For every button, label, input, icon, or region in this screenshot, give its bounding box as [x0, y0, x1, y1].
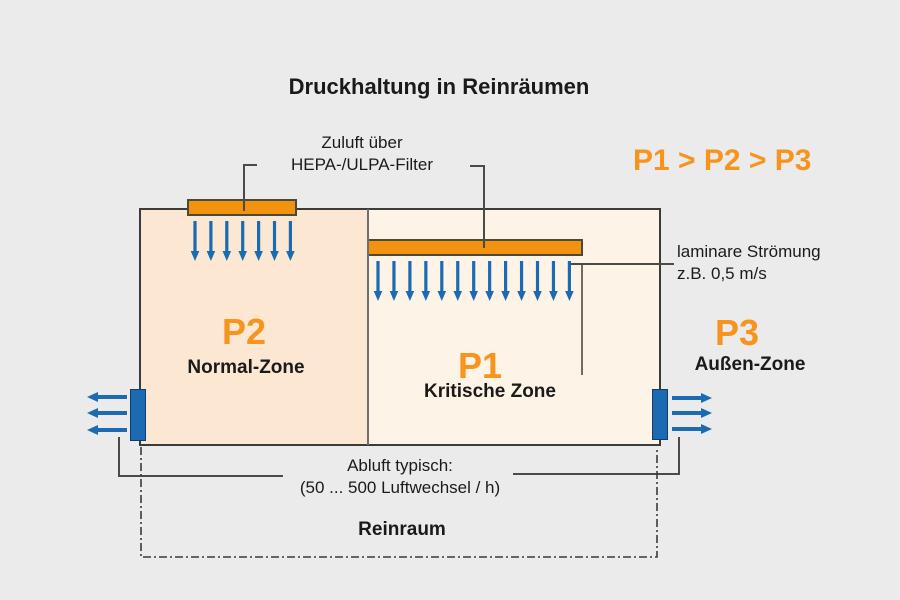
laminar-airflow-down-arrow-icon [533, 291, 542, 301]
supply-air-label-line1: Zuluft über [321, 133, 403, 152]
exhaust-airflow-right-arrow-icon [701, 408, 712, 418]
supply-airflow-down-arrow-icon [206, 251, 216, 261]
laminar-airflow-down-arrow-icon [501, 291, 510, 301]
exhaust-vent-left [130, 389, 146, 441]
diagram-title: Druckhaltung in Reinräumen [288, 74, 590, 99]
zone-p1-code: P1 [457, 345, 503, 386]
exhaust-airflow-left-arrow-icon [87, 425, 98, 435]
laminar-airflow-down-arrow-icon [373, 291, 383, 301]
laminar-airflow-down-arrow-icon [421, 291, 431, 301]
zone-p1-name: Kritische Zone [424, 381, 556, 402]
laminar-airflow-down-arrow-icon [549, 291, 558, 301]
zone-p3-name: Außen-Zone [694, 354, 806, 375]
supply-airflow-down-arrow-icon [190, 251, 200, 261]
exhaust-air-label-line1: Abluft typisch: [347, 456, 453, 475]
exhaust-airflow-right-arrow-icon [701, 393, 712, 403]
cleanroom-boundary-dashline [140, 447, 658, 558]
exhaust-airflow-right-arrow-icon [701, 424, 712, 434]
exhaust-air-label: Abluft typisch: (50 ... 500 Luftwechsel … [300, 455, 500, 499]
laminar-airflow-down-arrow-icon [469, 291, 478, 301]
supply-airflow-down-arrow-icon [254, 251, 263, 261]
hepa-filter-left [187, 199, 297, 216]
laminar-flow-label-line1: laminare Strömung [677, 242, 821, 261]
laminar-airflow-down-arrow-icon [565, 291, 574, 301]
supply-air-label-line2: HEPA-/ULPA-Filter [290, 155, 434, 174]
laminar-airflow-down-arrow-icon [437, 291, 447, 301]
laminar-airflow-down-arrow-icon [485, 291, 494, 301]
supply-airflow-down-arrow-icon [270, 251, 279, 261]
supply-leader-right [470, 165, 485, 248]
supply-airflow-down-arrow-icon [286, 251, 295, 261]
supply-airflow-down-arrow-icon [222, 251, 232, 261]
zone-p2-name: Normal-Zone [187, 357, 305, 378]
exhaust-airflow-left-arrow-icon [87, 392, 98, 402]
laminar-flow-label-line2: z.B. 0,5 m/s [677, 264, 767, 283]
exhaust-vent-right [652, 389, 668, 440]
supply-airflow-down-arrow-icon [238, 251, 247, 261]
laminar-airflow-down-arrow-icon [453, 291, 463, 301]
exhaust-bracket-left [118, 437, 283, 477]
exhaust-air-label-line2: (50 ... 500 Luftwechsel / h) [299, 478, 501, 497]
laminar-airflow-down-arrow-icon [405, 291, 415, 301]
laminar-airflow-down-arrow-icon [389, 291, 399, 301]
supply-air-label: Zuluft über HEPA-/ULPA-Filter [291, 132, 433, 176]
exhaust-airflow-left-arrow-icon [87, 408, 98, 418]
laminar-airflow-down-arrow-icon [517, 291, 526, 301]
cleanroom-label: Reinraum [358, 519, 446, 540]
supply-leader-left [243, 164, 257, 211]
zone-p3-code: P3 [714, 312, 760, 353]
exhaust-bracket-right [513, 437, 680, 475]
zone-p2-area [141, 210, 368, 444]
pressure-relation-label: P1 > P2 > P3 [633, 144, 812, 177]
zone-p2-code: P2 [221, 311, 267, 352]
laminar-flow-label: laminare Strömung z.B. 0,5 m/s [677, 241, 821, 285]
